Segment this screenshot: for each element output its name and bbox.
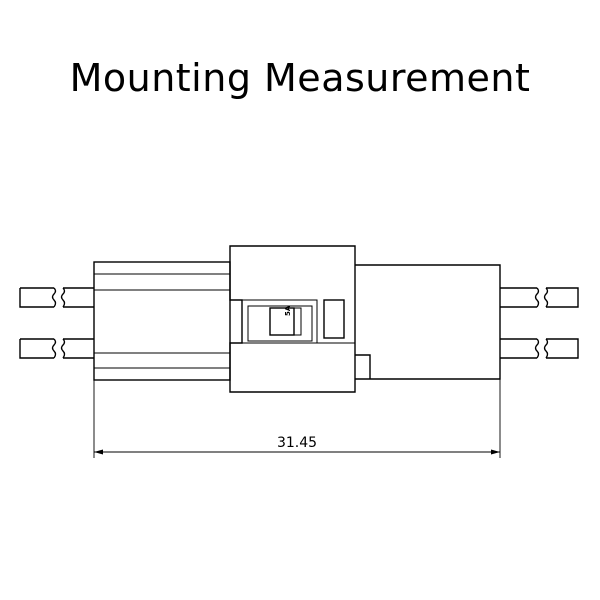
page-title: Mounting Measurement bbox=[69, 56, 531, 100]
left-housing bbox=[93, 261, 231, 381]
overall-length-dimension: 31.45 bbox=[93, 379, 501, 458]
latch-block: 5A bbox=[229, 245, 356, 393]
right-housing bbox=[355, 264, 501, 380]
dimension-value: 31.45 bbox=[277, 435, 317, 451]
part-marking: 5A bbox=[284, 305, 292, 316]
left-wire-stubs bbox=[19, 287, 94, 359]
right-wire-stubs bbox=[500, 287, 579, 359]
